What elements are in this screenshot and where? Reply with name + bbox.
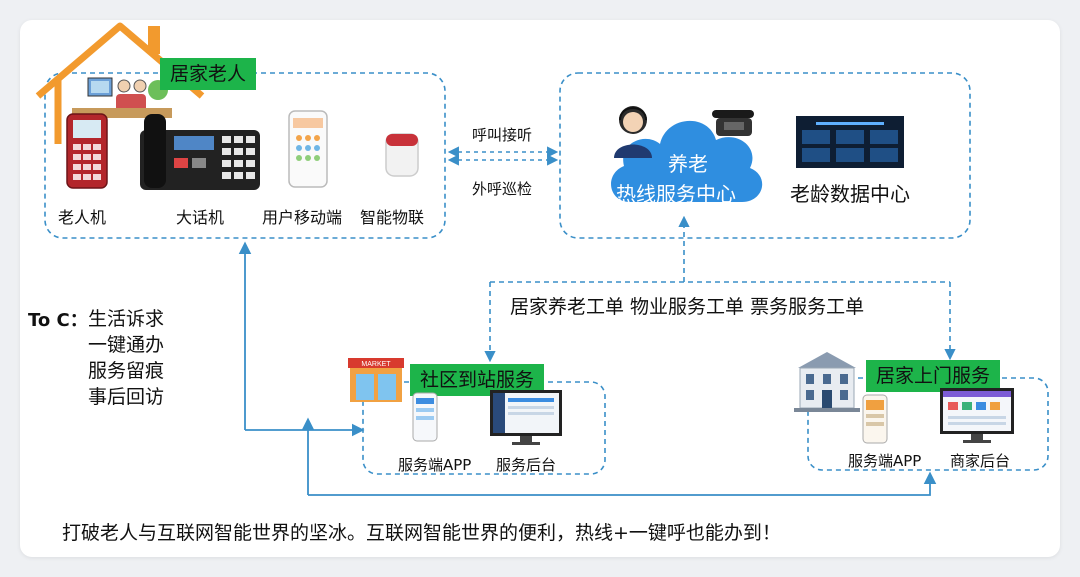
cloud-text-line1: 养老	[668, 152, 708, 176]
community-app-icon	[412, 392, 438, 442]
senior-phone-icon	[66, 113, 108, 189]
market-sign: MARKET	[361, 361, 391, 368]
data-center-label: 老龄数据中心	[790, 182, 910, 206]
call-in-label: 呼叫接听	[472, 126, 533, 144]
market-store-icon: MARKET	[348, 358, 404, 402]
door-title: 居家上门服务	[866, 360, 1001, 392]
device-label-mobile: 用户移动端	[262, 208, 343, 227]
door-app-icon	[862, 394, 888, 444]
call-out-label: 外呼巡检	[472, 180, 533, 198]
community-backend-label: 服务后台	[496, 456, 557, 474]
ticket-types: 居家养老工单 物业服务工单 票务服务工单	[510, 296, 865, 318]
desk-phone-icon	[140, 114, 260, 190]
operator-icon	[614, 106, 652, 158]
door-app-label: 服务端APP	[848, 452, 922, 470]
iot-sensor-icon	[385, 133, 419, 177]
community-app-label: 服务端APP	[398, 456, 472, 474]
toc-item-3: 服务留痕	[88, 360, 165, 382]
door-box	[807, 377, 1049, 471]
mobile-app-icon	[288, 110, 328, 188]
home-title: 居家老人	[160, 58, 257, 90]
data-dashboard-icon	[796, 116, 904, 168]
cloud-icon	[611, 120, 763, 202]
telephone-icon	[712, 110, 754, 136]
toc-item-4: 事后回访	[88, 386, 165, 408]
building-icon	[794, 352, 860, 412]
door-backend-label: 商家后台	[950, 452, 1011, 470]
merchant-backend-icon	[940, 388, 1014, 443]
footer-slogan: 打破老人与互联网智能世界的坚冰。互联网智能世界的便利，热线+一键呼也能办到！	[62, 522, 781, 544]
loop-bottom-line	[308, 471, 937, 496]
toc-title: To C：	[28, 310, 88, 331]
device-label-desk-phone: 大话机	[176, 208, 225, 227]
diagram-card	[20, 20, 1060, 557]
cloud-text-line2: 热线服务中心	[616, 182, 736, 206]
community-backend-icon	[490, 390, 562, 445]
toc-item-2: 一键通办	[88, 334, 165, 356]
toc-item-1: 生活诉求	[88, 308, 165, 330]
device-label-senior-phone: 老人机	[58, 208, 107, 227]
device-label-iot: 智能物联	[360, 208, 425, 227]
